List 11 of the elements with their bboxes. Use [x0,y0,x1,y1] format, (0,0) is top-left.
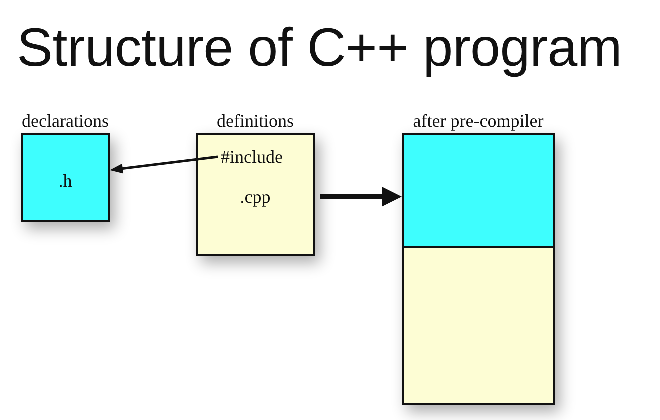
source-section [404,246,553,403]
arrow [320,186,402,207]
file-label: .h [58,171,72,191]
slide-title: Structure of C++ program [17,17,622,79]
box-heading: definitions [217,111,294,131]
file-label: .cpp [240,187,271,207]
box-heading: after pre-compiler [413,111,544,131]
arrow [110,156,218,174]
header-section [404,135,553,246]
box-heading: declarations [22,111,109,131]
directive-label: #include [221,147,283,167]
